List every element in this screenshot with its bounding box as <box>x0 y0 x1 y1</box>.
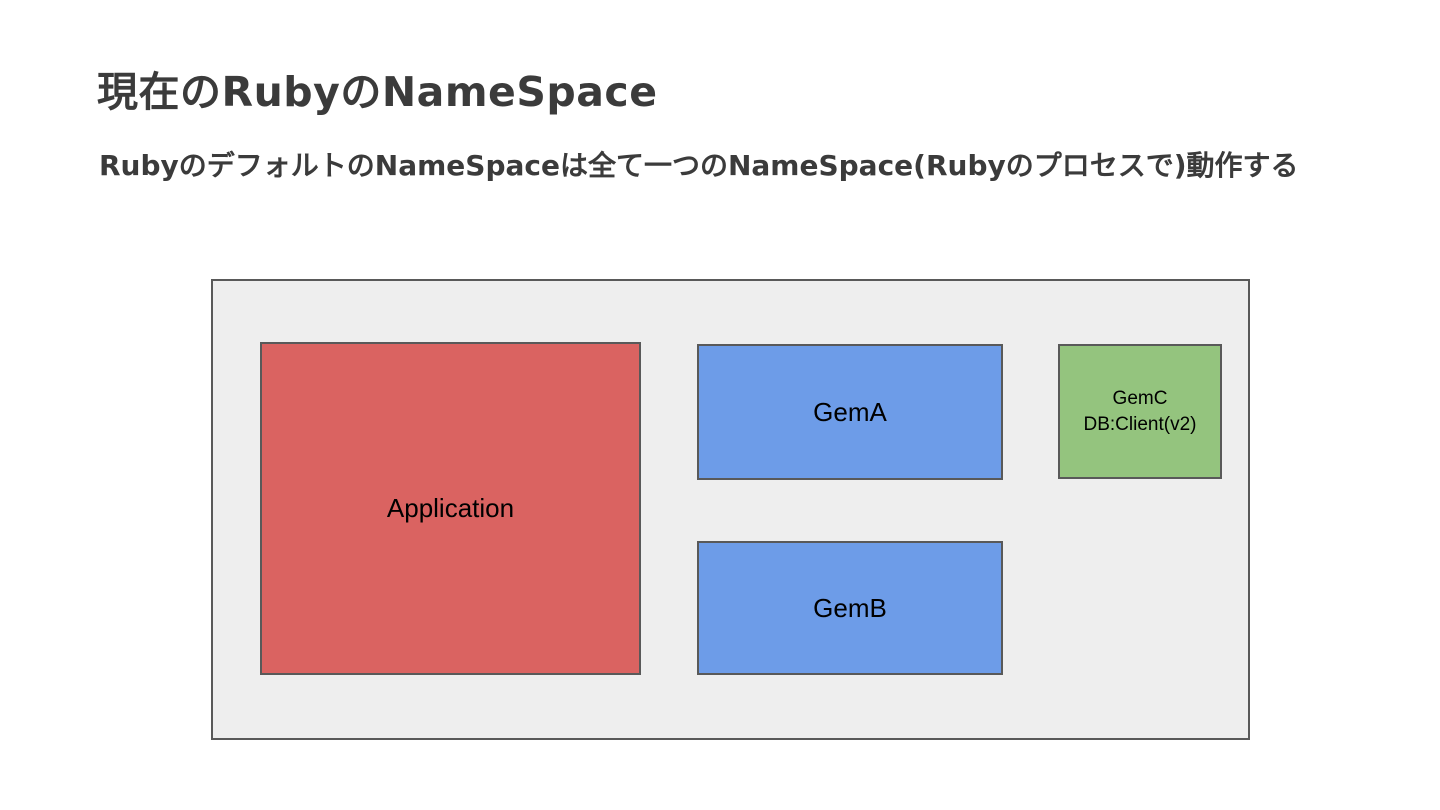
gem-a-label: GemA <box>813 396 887 427</box>
gem-c-box: GemC DB:Client(v2) <box>1058 344 1222 479</box>
namespace-process-box: Application GemA GemB GemC DB:Client(v2) <box>211 279 1250 740</box>
application-label: Application <box>386 493 515 523</box>
gem-b-label: GemB <box>813 592 887 623</box>
gem-a-box: GemA <box>697 344 1003 480</box>
gem-c-sublabel: DB:Client(v2) <box>1083 413 1197 435</box>
gem-c-label: GemC <box>1112 387 1168 409</box>
slide-subtitle: RubyのデフォルトのNameSpaceは全て一つのNameSpace(Ruby… <box>99 149 1299 182</box>
slide-title: 現在のRubyのNameSpace <box>97 68 658 116</box>
application-box: Application <box>260 342 641 675</box>
gem-b-box: GemB <box>697 541 1003 675</box>
